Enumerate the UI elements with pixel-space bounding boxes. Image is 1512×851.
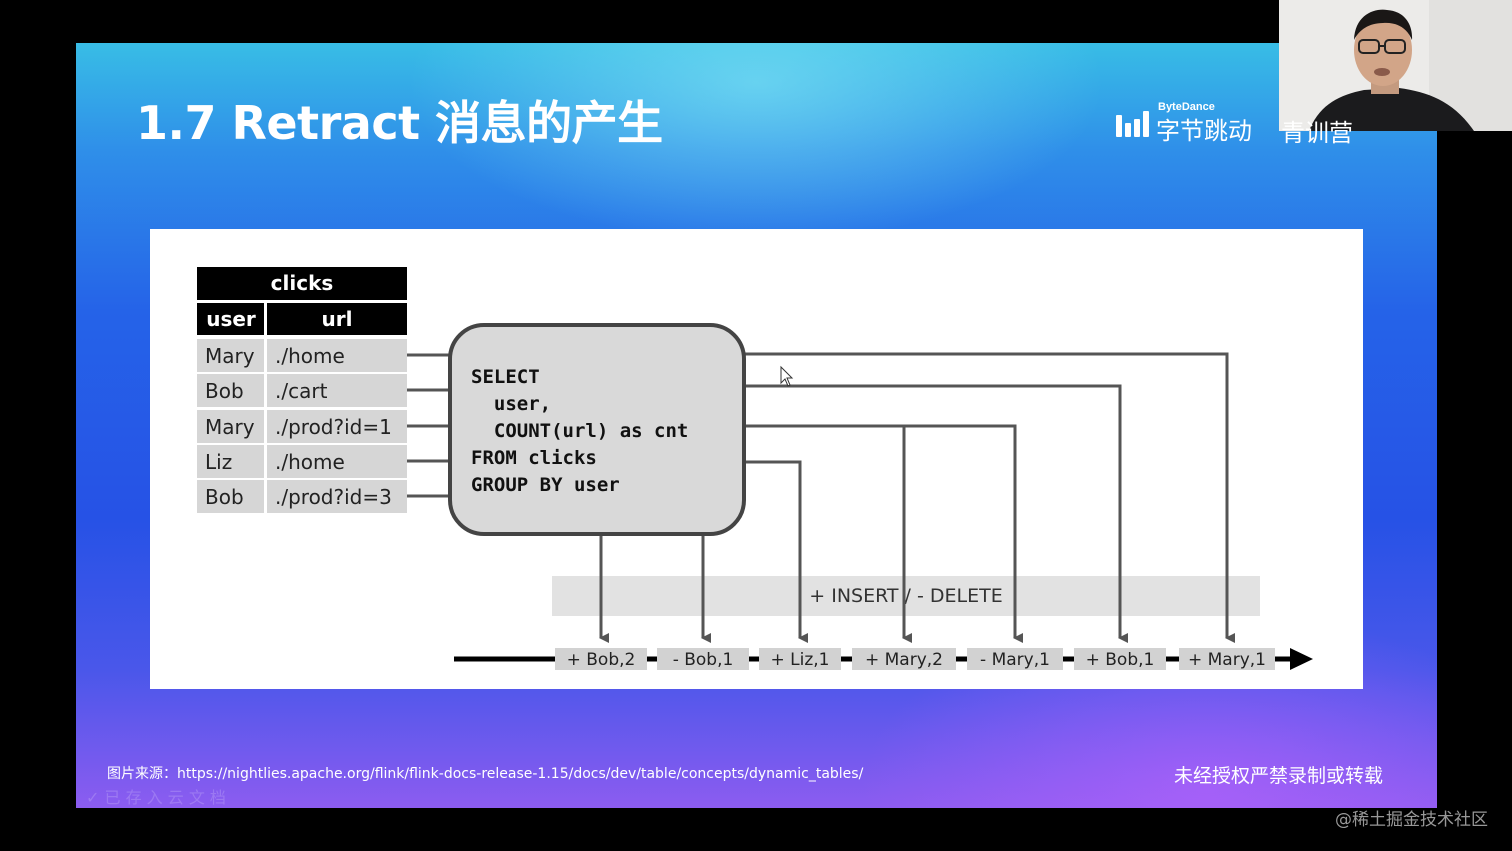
table-cell-user <box>197 410 264 443</box>
query-line: SELECT <box>471 366 540 388</box>
watermark: @稀土掘金技术社区 <box>1335 810 1488 830</box>
output-connector <box>744 352 1229 576</box>
output-connectors <box>599 352 1229 576</box>
output-arrows <box>599 576 1235 643</box>
table-cell-url <box>267 339 407 372</box>
query-box <box>448 323 746 536</box>
query-line: user, <box>471 393 551 415</box>
slide-title: 1.7 Retract 消息的产生 <box>136 96 663 150</box>
output-message: - Mary,1 <box>980 650 1050 670</box>
change-band-label: + INSERT / - DELETE <box>809 585 1002 607</box>
table-cell-url <box>267 410 407 443</box>
output-connector <box>744 460 802 576</box>
table-cell-user <box>197 374 264 407</box>
output-message-box <box>1179 648 1275 670</box>
copyright-notice: 未经授权严禁录制或转载 <box>1173 765 1383 787</box>
output-message-box <box>1074 648 1166 670</box>
change-band <box>552 576 1260 616</box>
table-rows: Mary./homeBob./cartMary./prod?id=1Liz./h… <box>197 339 407 513</box>
output-message-box <box>852 648 956 670</box>
column-header-url-bg <box>267 303 407 335</box>
table-cell-user <box>197 480 264 513</box>
table-row-url: ./cart <box>275 379 328 403</box>
table-row-url: ./prod?id=3 <box>275 485 392 509</box>
clicks-table: clicks user url Mary./homeBob./cartMary.… <box>197 267 407 513</box>
table-row-user: Bob <box>205 485 244 509</box>
table-title: clicks <box>271 271 334 295</box>
output-message: + Liz,1 <box>771 650 830 670</box>
column-header-url: url <box>322 307 353 331</box>
output-message: + Mary,2 <box>865 650 943 670</box>
presenter-icon <box>1279 0 1512 131</box>
bytedance-logo-icon <box>1116 111 1152 137</box>
column-header-user: user <box>206 307 256 331</box>
output-message-box <box>657 648 749 670</box>
output-message: + Mary,1 <box>1188 650 1266 670</box>
table-cell-user <box>197 339 264 372</box>
table-row-user: Mary <box>205 344 255 368</box>
output-message-box <box>759 648 841 670</box>
table-cell-url <box>267 374 407 407</box>
table-row-url: ./home <box>275 344 345 368</box>
camp-logo: 青训营 <box>1281 119 1353 147</box>
mouse-cursor-icon <box>780 365 794 387</box>
table-cell-user <box>197 445 264 478</box>
output-connector <box>744 424 906 576</box>
image-source-caption[interactable]: 图片来源：https://nightlies.apache.org/flink/… <box>107 766 864 782</box>
output-message-box <box>555 648 647 670</box>
table-cell-url <box>267 480 407 513</box>
logo-english-name: ByteDance <box>1158 101 1215 113</box>
output-connector <box>744 424 1017 576</box>
query-line: COUNT(url) as cnt <box>471 420 688 442</box>
table-row-user: Bob <box>205 379 244 403</box>
output-message-box <box>967 648 1063 670</box>
column-header-user-bg <box>197 303 264 335</box>
query-line: GROUP BY user <box>471 474 620 496</box>
webcam-video <box>1279 0 1512 131</box>
output-message: + Bob,2 <box>567 650 636 670</box>
output-message: - Bob,1 <box>673 650 734 670</box>
output-connector <box>744 384 1122 576</box>
saved-status-text: ✓ 已 存 入 云 文 档 <box>86 788 226 807</box>
query-text: SELECT user, COUNT(url) as cnt FROM clic… <box>471 366 688 496</box>
retract-diagram: clicks user url Mary./homeBob./cartMary.… <box>197 267 1313 670</box>
output-message: + Bob,1 <box>1086 650 1155 670</box>
timeline-arrowhead <box>1290 648 1313 670</box>
table-row-url: ./prod?id=1 <box>275 415 392 439</box>
table-cell-url <box>267 445 407 478</box>
input-connectors <box>407 353 450 498</box>
output-messages: + Bob,2 - Bob,1 + Liz,1 + Mary,2 - Mary,1 + B… <box>555 648 1275 670</box>
table-row-user: Mary <box>205 415 255 439</box>
slide: 1.7 Retract 消息的产生 ByteDance 字节跳动 青训营 cli… <box>76 43 1437 808</box>
logo-chinese-name: 字节跳动 <box>1156 117 1252 145</box>
table-row-url: ./home <box>275 450 345 474</box>
table-title-bg <box>197 267 407 300</box>
table-row-user: Liz <box>205 450 232 474</box>
query-line: FROM clicks <box>471 447 597 469</box>
